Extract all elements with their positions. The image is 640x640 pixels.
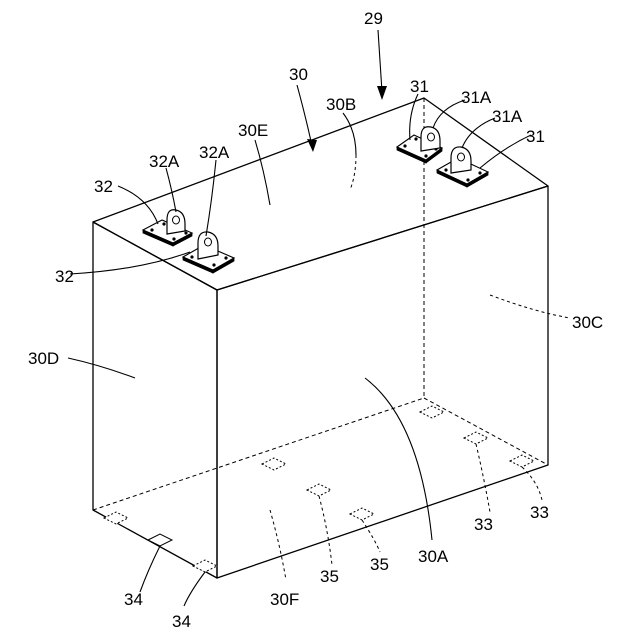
label-33-right: 33: [530, 503, 549, 522]
front-face-30A: [217, 186, 548, 578]
lug-31-back: [397, 127, 442, 163]
label-32-bottom: 32: [55, 267, 74, 286]
hidden-edge-bottom-back: [93, 398, 424, 510]
label-34-left: 34: [124, 590, 143, 609]
lug-32-back: [143, 210, 192, 246]
reference-labels: 29 30 30B 30E 30D 30C 30A 30F 31 31A 31A…: [28, 9, 603, 631]
pad-35-right: [350, 508, 374, 520]
pad-corner-left: [104, 512, 128, 524]
arrow-30-head: [307, 139, 317, 152]
arrow-29-head: [377, 86, 387, 100]
label-31-right: 31: [526, 127, 545, 146]
label-32-top: 32: [94, 177, 113, 196]
label-29: 29: [364, 9, 383, 28]
label-31A-right: 31A: [492, 107, 523, 126]
label-30B: 30B: [326, 95, 356, 114]
label-32A-left: 32A: [149, 152, 180, 171]
pad-35-left: [307, 484, 331, 496]
label-31-left: 31: [410, 77, 429, 96]
label-34-right: 34: [172, 612, 191, 631]
bottom-pads: [104, 406, 534, 572]
lug-32-front: [183, 232, 234, 273]
label-30D: 30D: [28, 349, 59, 368]
hidden-edge-bottom-right: [424, 398, 548, 465]
label-32A-right: 32A: [199, 143, 230, 162]
pad-33-back: [420, 406, 444, 418]
label-31A-left: 31A: [461, 88, 492, 107]
pad-34-right: [193, 560, 217, 572]
pad-33-left: [464, 432, 488, 444]
left-face-30D: [93, 222, 217, 578]
label-30F: 30F: [270, 590, 299, 609]
label-35-left: 35: [320, 567, 339, 586]
pad-34-left: [148, 534, 172, 546]
pad-33-right: [510, 455, 534, 467]
lug-31-front: [437, 147, 488, 187]
pad-35-back: [262, 458, 286, 470]
label-35-right: 35: [370, 555, 389, 574]
label-33-left: 33: [474, 515, 493, 534]
label-30A: 30A: [418, 547, 449, 566]
label-30E: 30E: [238, 121, 268, 140]
label-30: 30: [289, 65, 308, 84]
label-30C: 30C: [572, 313, 603, 332]
